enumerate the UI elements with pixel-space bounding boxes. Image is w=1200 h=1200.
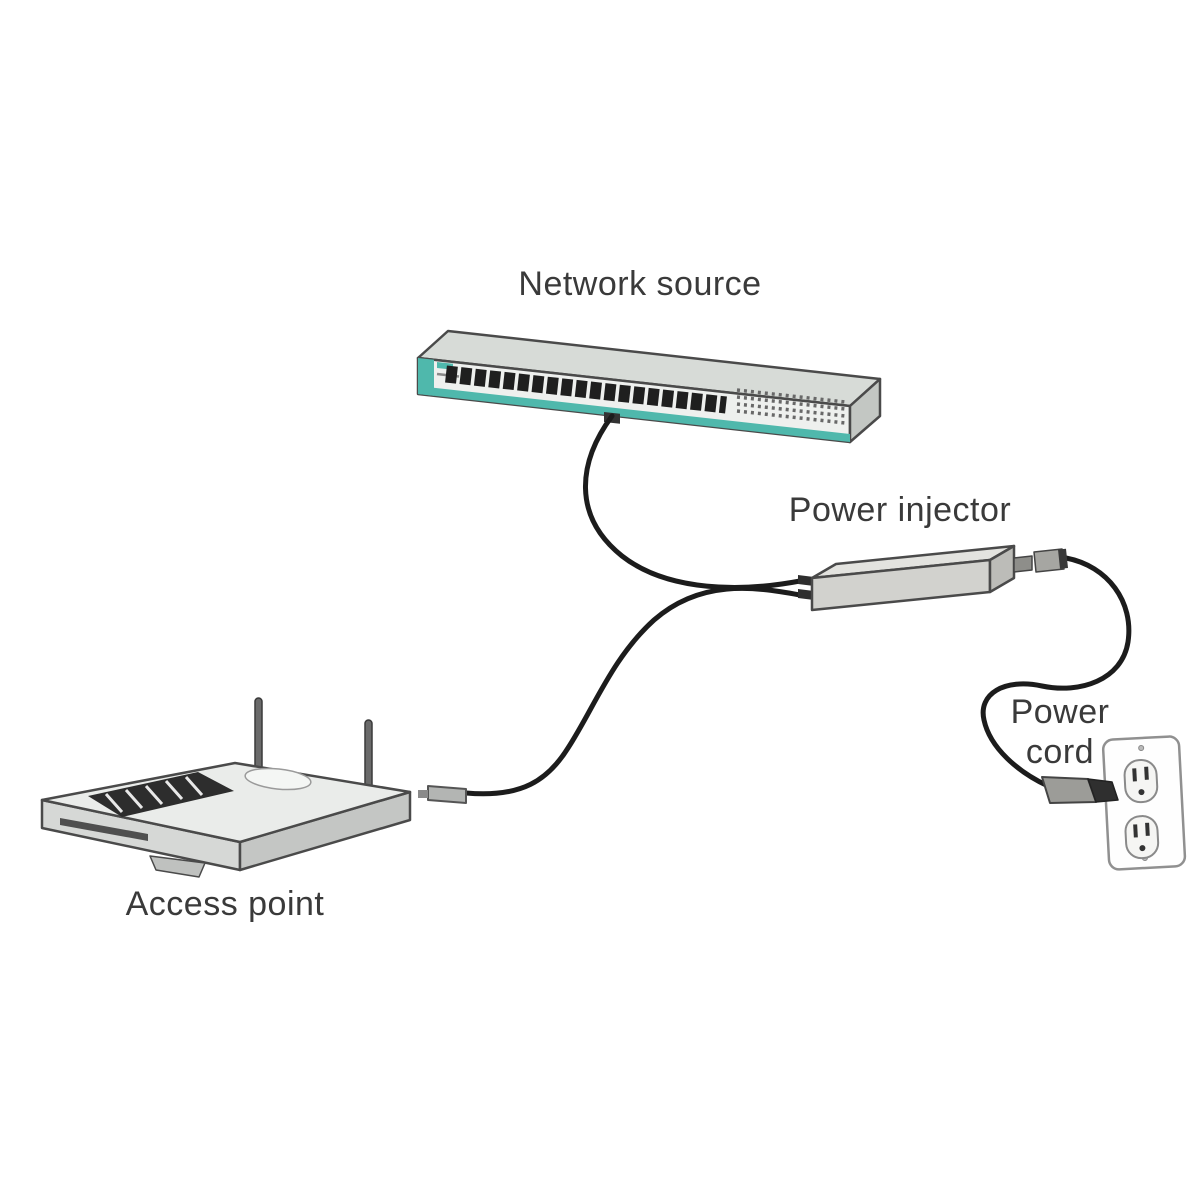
switch-port-row bbox=[445, 365, 727, 414]
outlet-socket-upper-slot-left bbox=[1132, 768, 1137, 782]
power-injector-illustration bbox=[798, 544, 1068, 612]
power-cord-label-line1: Power bbox=[1010, 693, 1110, 731]
ap-grille-stripe bbox=[164, 780, 184, 800]
power-cord-label: Power cord bbox=[985, 692, 1135, 772]
ap-lid-detail bbox=[244, 767, 312, 791]
power-outlet-illustration bbox=[1101, 735, 1187, 871]
switch-teal-left-stripe bbox=[418, 358, 434, 396]
outlet-socket-lower-slot-left bbox=[1133, 824, 1138, 838]
ap-side-slot bbox=[60, 818, 148, 841]
power-cord-cable bbox=[980, 555, 1132, 789]
power-cord-label-line2: cord bbox=[1025, 733, 1095, 771]
power-injector-label: Power injector bbox=[788, 491, 1012, 529]
injector-right-end-face bbox=[988, 544, 1016, 594]
outlet-socket-lower bbox=[1124, 815, 1160, 860]
ap-grille bbox=[88, 772, 234, 817]
network-source-label: Network source bbox=[518, 265, 762, 303]
switch-teal-bottom-strip bbox=[418, 386, 850, 442]
power-cord-connector bbox=[1033, 548, 1065, 573]
ap-grille-stripe bbox=[184, 776, 204, 796]
outlet-socket-upper-ground bbox=[1138, 789, 1145, 796]
outlet-socket-lower-ground bbox=[1139, 845, 1146, 852]
ap-grille-stripe bbox=[124, 789, 144, 809]
outlet-socket-upper-slot-right bbox=[1144, 766, 1149, 780]
access-point-illustration bbox=[40, 697, 467, 878]
ap-foot bbox=[149, 855, 206, 878]
access-point-label: Access point bbox=[125, 885, 325, 923]
ethernet-cable-ap-to-injector bbox=[463, 585, 803, 797]
outlet-screw-top bbox=[1138, 745, 1145, 752]
outlet-socket-lower-slot-right bbox=[1145, 822, 1150, 836]
ethernet-plug bbox=[427, 785, 467, 804]
plug-tip bbox=[1087, 778, 1119, 803]
outlet-wall-plate bbox=[1101, 735, 1187, 871]
switch-right-end-face bbox=[848, 377, 882, 444]
ap-grille-stripe bbox=[144, 785, 164, 805]
network-switch-illustration bbox=[416, 329, 882, 444]
power-plug-illustration bbox=[1041, 776, 1119, 804]
ap-top-face bbox=[40, 761, 412, 844]
injector-cable-nub-lower bbox=[798, 589, 814, 600]
ethernet-plug-tab bbox=[418, 790, 428, 798]
power-cord-connector-band bbox=[1058, 548, 1068, 569]
ap-grille-stripe bbox=[104, 793, 124, 813]
injector-cable-nub-upper bbox=[798, 575, 814, 586]
injector-power-stub bbox=[1013, 555, 1033, 573]
